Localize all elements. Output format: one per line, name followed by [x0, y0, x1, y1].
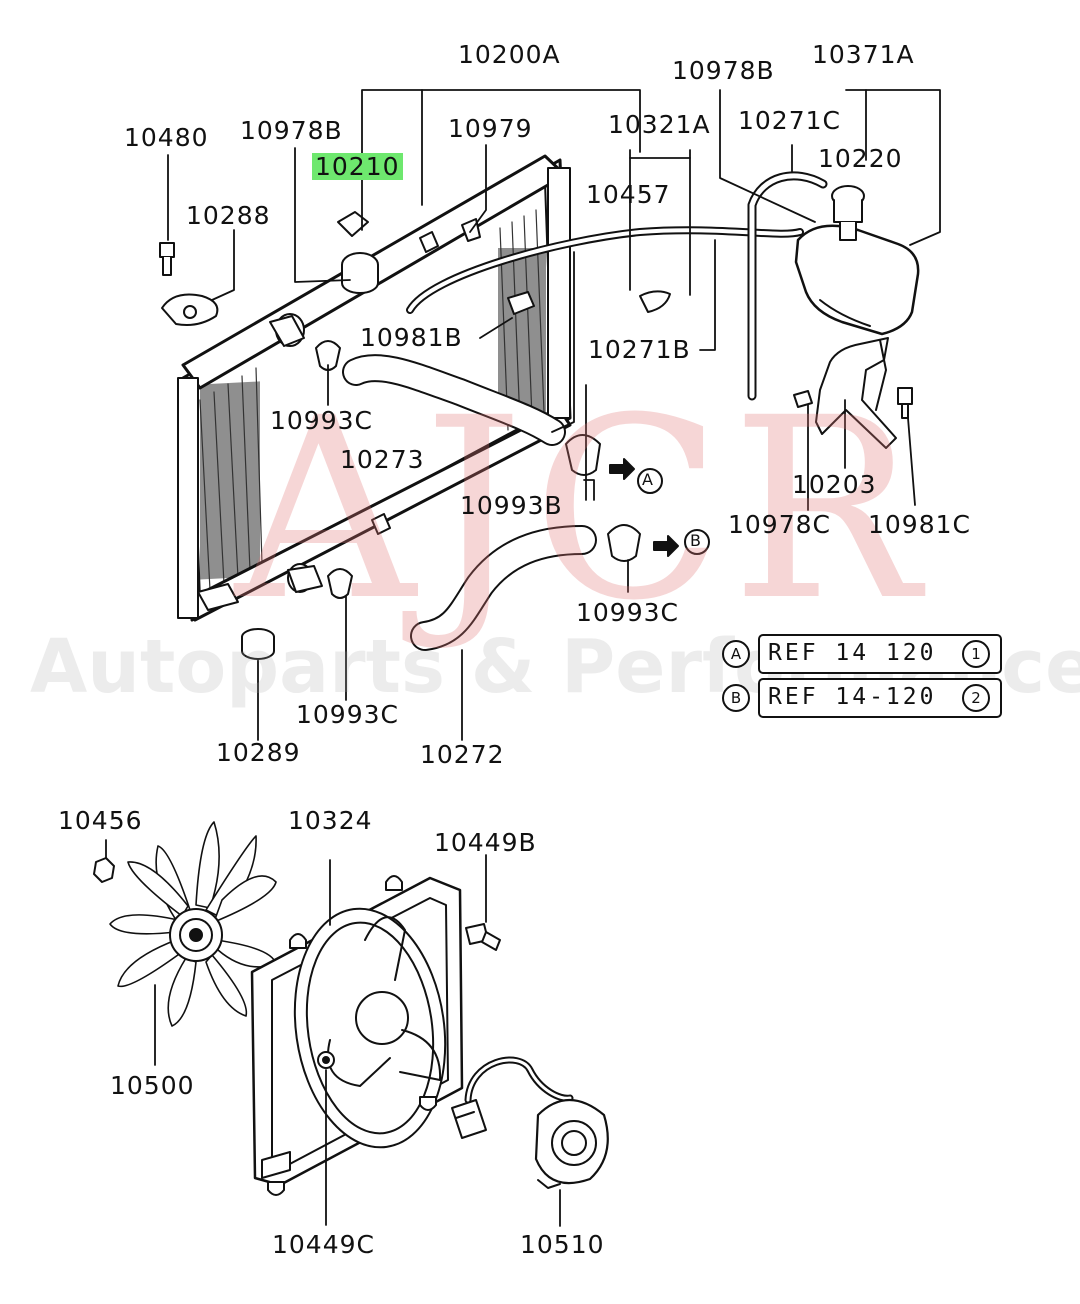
part-label-10289: 10289 — [216, 738, 301, 767]
flow-marker-a-circle — [637, 468, 663, 494]
flow-arrows — [609, 458, 679, 557]
part-label-10500: 10500 — [110, 1071, 195, 1100]
part-label-10981b: 10981B — [360, 323, 463, 352]
part-label-10510: 10510 — [520, 1230, 605, 1259]
part-label-10456: 10456 — [58, 806, 143, 835]
part-label-10480: 10480 — [124, 123, 209, 152]
leader-lines — [167, 89, 941, 741]
part-10203-bracket — [815, 337, 897, 449]
reference-b-box — [758, 678, 1002, 718]
part-label-10978b-top: 10978B — [672, 56, 775, 85]
part-10981b-clip — [507, 291, 535, 315]
part-label-10979: 10979 — [448, 114, 533, 143]
part-10449b-bolt — [465, 923, 501, 951]
part-10288-bracket — [161, 293, 219, 326]
part-label-10993b: 10993B — [460, 491, 563, 520]
part-label-10457: 10457 — [586, 180, 671, 209]
part-label-10993c-c: 10993C — [296, 700, 399, 729]
reference-b-text: REF 14-120 — [768, 684, 937, 710]
reference-a-text: REF 14 120 — [768, 640, 937, 666]
part-label-10321a: 10321A — [608, 110, 711, 139]
hose-clamps — [315, 340, 641, 599]
part-10449c-bolt — [317, 1051, 335, 1069]
flow-marker-a: A — [642, 470, 653, 489]
part-label-10200a: 10200A — [458, 40, 561, 69]
part-label-10993c-a: 10993C — [270, 406, 373, 435]
part-10456-nut — [93, 857, 115, 883]
part-10220-cap — [831, 185, 865, 241]
part-label-10271c: 10271C — [738, 106, 841, 135]
reference-a-number: 1 — [962, 640, 990, 668]
part-10324-shroud — [250, 875, 464, 1196]
part-label-10993c-b: 10993C — [576, 598, 679, 627]
part-label-10210-highlighted: 10210 — [312, 153, 403, 180]
part-label-10288: 10288 — [186, 201, 271, 230]
part-10210-pad — [337, 211, 369, 237]
part-10480-bolt — [159, 242, 175, 276]
part-10500-fan — [109, 821, 277, 1027]
part-10978c-clip — [793, 390, 813, 408]
part-label-10271b: 10271B — [588, 335, 691, 364]
reference-b-number: 2 — [962, 684, 990, 712]
part-10289-drain-plug — [241, 628, 275, 660]
part-label-10981c: 10981C — [868, 510, 971, 539]
reference-b-marker: B — [722, 684, 750, 712]
part-10371a-reserve-tank — [794, 224, 920, 336]
part-label-10978c: 10978C — [728, 510, 831, 539]
flow-marker-b-circle — [684, 529, 710, 555]
part-label-10978b-left: 10978B — [240, 116, 343, 145]
part-label-10449c: 10449C — [272, 1230, 375, 1259]
part-label-10272: 10272 — [420, 740, 505, 769]
part-label-10371a: 10371A — [812, 40, 915, 69]
part-label-10273: 10273 — [340, 445, 425, 474]
part-10457-clip — [639, 290, 671, 313]
part-label-10449b: 10449B — [434, 828, 537, 857]
reference-a-marker: A — [722, 640, 750, 668]
part-label-10220: 10220 — [818, 144, 903, 173]
reference-a-box — [758, 634, 1002, 674]
part-10981c-clip — [897, 387, 913, 419]
part-label-10203: 10203 — [792, 470, 877, 499]
part-10510-motor — [451, 1056, 609, 1189]
watermark-brand: AJCR — [235, 364, 928, 655]
flow-marker-b: B — [690, 531, 701, 550]
part-label-10324: 10324 — [288, 806, 373, 835]
